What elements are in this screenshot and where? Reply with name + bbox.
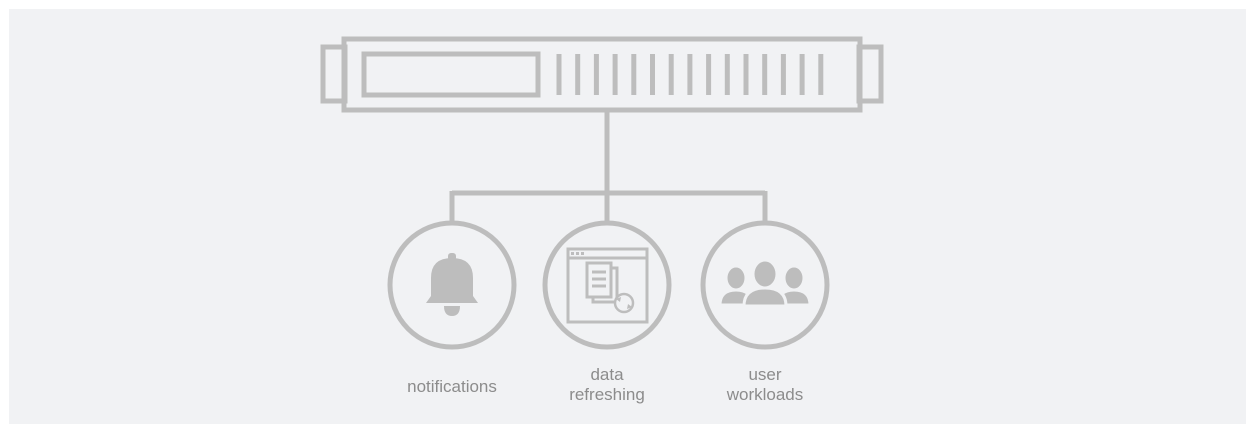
- user-workloads-label: user workloads: [726, 365, 804, 404]
- user-workloads-node: [700, 220, 830, 350]
- server-rack-icon: [320, 36, 884, 113]
- diagram-panel: [9, 9, 1246, 424]
- data-refreshing-node: [542, 220, 672, 350]
- notifications-label: notifications: [407, 377, 497, 396]
- user-center: [742, 258, 788, 308]
- data-refreshing-label: data refreshing: [569, 365, 645, 404]
- user-group-icon: [718, 258, 812, 308]
- bell-icon: [426, 253, 478, 316]
- server-display-panel: [361, 51, 541, 98]
- notifications-node: [387, 220, 517, 350]
- server-chassis: [341, 36, 863, 113]
- connector-lines: [449, 110, 768, 221]
- document-refresh-window-icon: [566, 247, 649, 324]
- server-vents: [556, 54, 824, 95]
